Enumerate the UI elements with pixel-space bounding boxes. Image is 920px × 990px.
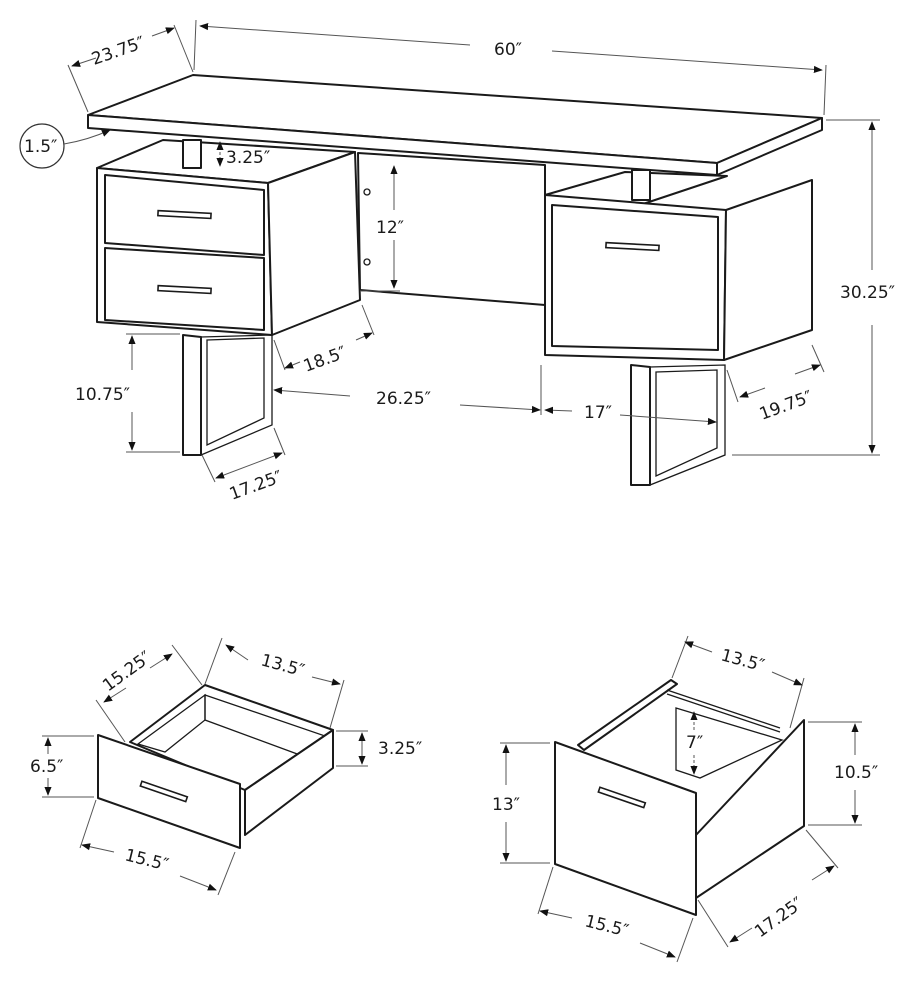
handle-icon (605, 241, 660, 252)
file-drawer-width-label: 13.5″ (719, 646, 767, 677)
handle-icon (157, 284, 212, 295)
desk-drawing (87, 74, 823, 486)
leg-height-label: 10.75″ (75, 385, 130, 405)
file-drawer-front-height-label: 13″ (492, 795, 520, 815)
right-cabinet-side (723, 179, 813, 361)
file-drawer-drawing (554, 679, 805, 916)
handle-icon (139, 780, 189, 803)
small-drawer-front-height-label: 6.5″ (30, 757, 63, 777)
overall-height-label: 30.25″ (840, 283, 895, 303)
file-drawer-side (695, 719, 805, 899)
small-drawer-front-width-label: 15.5″ (123, 845, 171, 875)
desk-depth-label: 23.75″ (89, 33, 148, 70)
right-cabinet-depth-label: 19.75″ (757, 387, 816, 425)
file-drawer-front (551, 204, 719, 351)
leg-depth-label: 17.25″ (227, 467, 286, 505)
file-drawer-front (554, 741, 697, 916)
drawer-side (244, 729, 334, 836)
file-drawer-side-height-label: 10.5″ (834, 763, 878, 783)
top-support (182, 139, 202, 169)
right-leg-front (630, 364, 651, 486)
modesty-panel-height-label: 12″ (376, 218, 404, 238)
left-leg-front (182, 334, 202, 456)
small-drawer-drawing (97, 684, 334, 849)
left-cabinet-side (267, 151, 361, 336)
desk-top-side-edge (716, 117, 823, 176)
handle-icon (597, 786, 647, 809)
handle-icon (157, 209, 212, 220)
top-gap-label: 3.25″ (226, 148, 270, 168)
file-drawer-left-rail (577, 679, 678, 751)
knee-space-width-label: 26.25″ (376, 389, 431, 409)
file-drawer-rail-height-label: 7″ (686, 733, 703, 753)
top-thickness-label: 1.5″ (24, 137, 57, 157)
right-cabinet-width-label: 17″ (584, 403, 612, 423)
small-drawer-side-height-label: 3.25″ (378, 739, 422, 759)
small-drawer-width-label: 13.5″ (259, 651, 307, 682)
left-cabinet-depth-label: 18.5″ (301, 343, 349, 377)
file-drawer-front-width-label: 15.5″ (583, 911, 631, 941)
desk-width-label: 60″ (494, 40, 522, 60)
small-drawer-depth-label: 15.25″ (99, 648, 155, 697)
top-support (631, 169, 651, 201)
file-drawer-depth-label: 17.25″ (751, 894, 807, 943)
